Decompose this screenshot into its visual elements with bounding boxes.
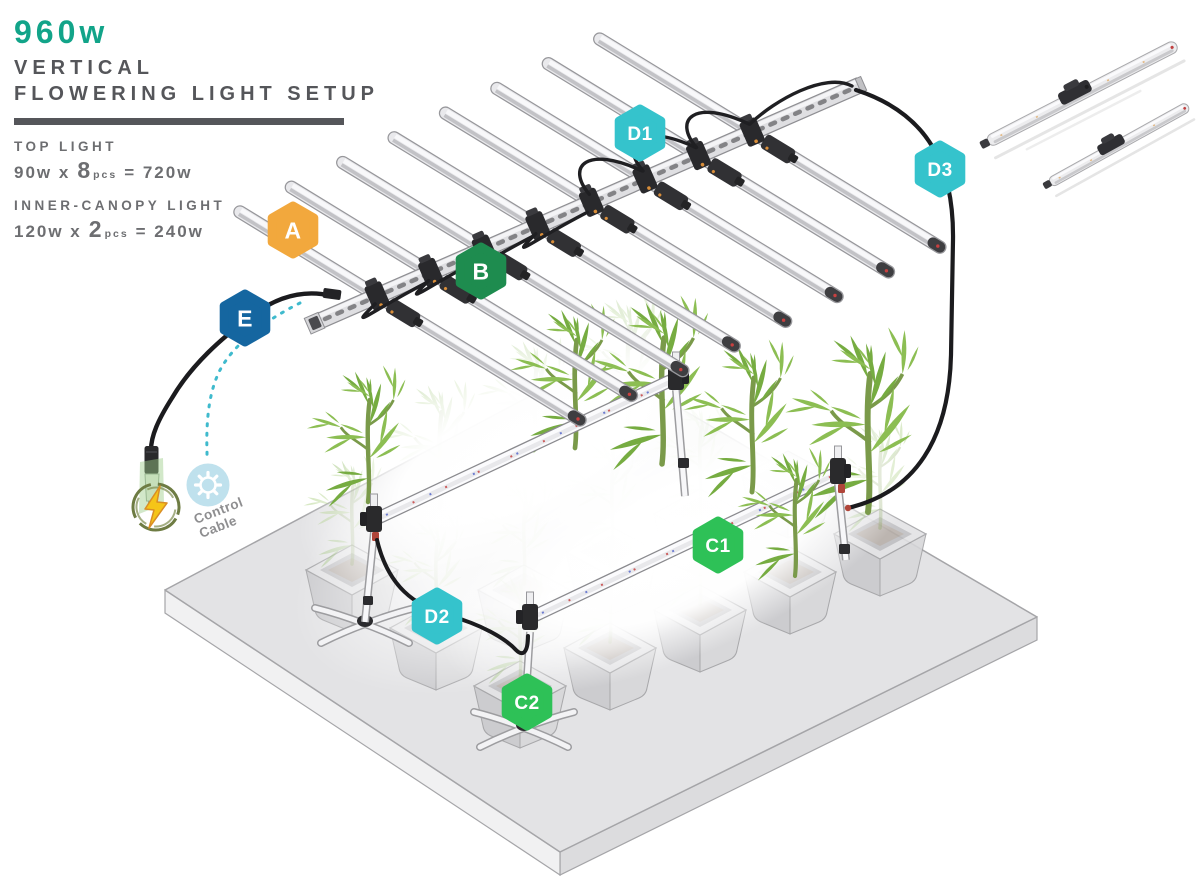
callout-label: E [237,305,253,331]
spec-unit: pcs [93,169,118,181]
wattage-title: 960w [14,14,109,50]
spec-count: 2 [88,216,104,242]
spec-formula: 90w x 8 pcs = 720w [14,157,394,184]
bar-driver-box [600,205,638,234]
bar-driver-box [760,134,799,164]
callout-label: D2 [424,607,449,628]
product-bar-clamp [1058,79,1092,105]
plant [785,327,927,519]
rail-to-inner-bar-cable [748,80,956,512]
callout-E: E [224,294,266,342]
callout-D2: D2 [416,592,458,640]
bar-driver-box [546,228,584,257]
plant [306,365,411,507]
light-stand-pole [361,389,850,727]
spec-prefix: 90w x [14,163,71,182]
bar-driver-box [385,298,424,328]
rail-clamp [686,137,712,171]
plant [737,447,836,581]
spec-label: INNER-CANOPY LIGHT [14,198,226,213]
product-bar-clamp [1097,133,1125,156]
callout-label: B [472,258,489,284]
callout-C1: C1 [697,521,739,569]
callout-A: A [272,206,314,254]
daisy-chain-cable [685,110,751,150]
spec-prefix: 120w x [14,222,82,241]
product-thumbnails [979,41,1196,198]
spec-count: 8 [77,157,93,183]
daisy-chain-cable [522,210,590,249]
control-cable-gear-icon [186,463,230,507]
inner-canopy-light-bar-1 [371,372,679,526]
callout-label: A [284,217,301,243]
power-cable [148,291,335,453]
power-bolt-icon [131,482,181,532]
daisy-chain-cable [361,280,429,320]
title-block: 960w VERTICAL FLOWERING LIGHT SETUP TOP … [14,14,394,243]
light-stand-base [470,708,578,751]
callout-label: C1 [705,536,730,557]
callout-label: D3 [927,160,952,181]
bar-mount-clamp [830,445,851,493]
callout-D1: D1 [619,109,661,157]
spec-unit: pcs [104,228,129,240]
bar-driver-box [707,158,745,187]
rail-clamp [525,207,551,241]
callout-D3: D3 [919,145,961,193]
bar-driver-box [653,181,692,211]
product-light-bar-small [1042,103,1196,198]
inner-bar-link-cable [375,538,530,656]
product-light-bar-large [979,41,1186,160]
plant [683,339,801,498]
bar-mount-clamp [516,591,538,630]
spec-formula: 120w x 2 pcs = 240w [14,216,394,243]
callout-label: C2 [514,693,539,714]
spec-top-light: TOP LIGHT 90w x 8 pcs = 720w [14,139,394,184]
spec-result: = 720w [124,163,193,182]
spec-label: TOP LIGHT [14,139,118,154]
callout-label: D1 [627,124,652,145]
spec-result: = 240w [135,222,204,241]
title-line-1: VERTICAL [14,57,154,79]
title-divider [14,118,344,125]
cable-connector [322,288,342,300]
callout-C2: C2 [506,678,548,726]
light-stand-base [311,604,419,647]
daisy-chain-cable [578,157,644,196]
title-line-2: FLOWERING LIGHT SETUP [14,83,379,105]
spec-inner-canopy-light: INNER-CANOPY LIGHT 120w x 2 pcs = 240w [14,198,394,243]
callout-B: B [460,247,502,295]
rail-clamp [364,277,390,311]
